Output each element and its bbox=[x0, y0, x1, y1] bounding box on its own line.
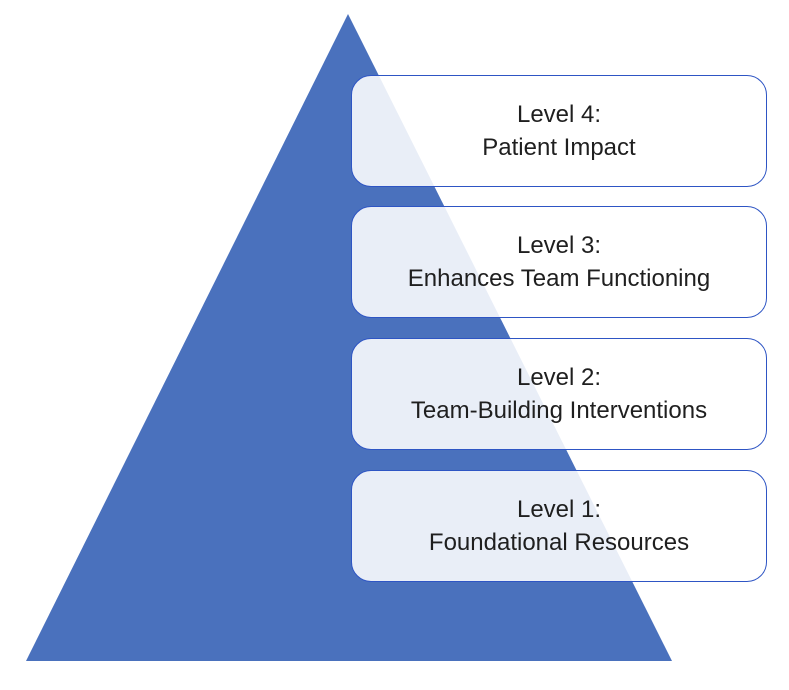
level-box-1: Level 1: Foundational Resources bbox=[351, 470, 767, 582]
level-title-label: Enhances Team Functioning bbox=[407, 265, 711, 292]
level-title-label: Foundational Resources bbox=[428, 529, 690, 556]
level-number-label: Level 2: bbox=[516, 364, 602, 391]
level-box-2: Level 2: Team-Building Interventions bbox=[351, 338, 767, 450]
level-number-label: Level 3: bbox=[516, 232, 602, 259]
level-box-3: Level 3: Enhances Team Functioning bbox=[351, 206, 767, 318]
level-title-label: Patient Impact bbox=[482, 134, 636, 161]
level-box-4: Level 4: Patient Impact bbox=[351, 75, 767, 187]
level-title-label: Team-Building Interventions bbox=[410, 397, 708, 424]
level-number-label: Level 4: bbox=[516, 101, 602, 128]
level-number-label: Level 1: bbox=[516, 496, 602, 523]
